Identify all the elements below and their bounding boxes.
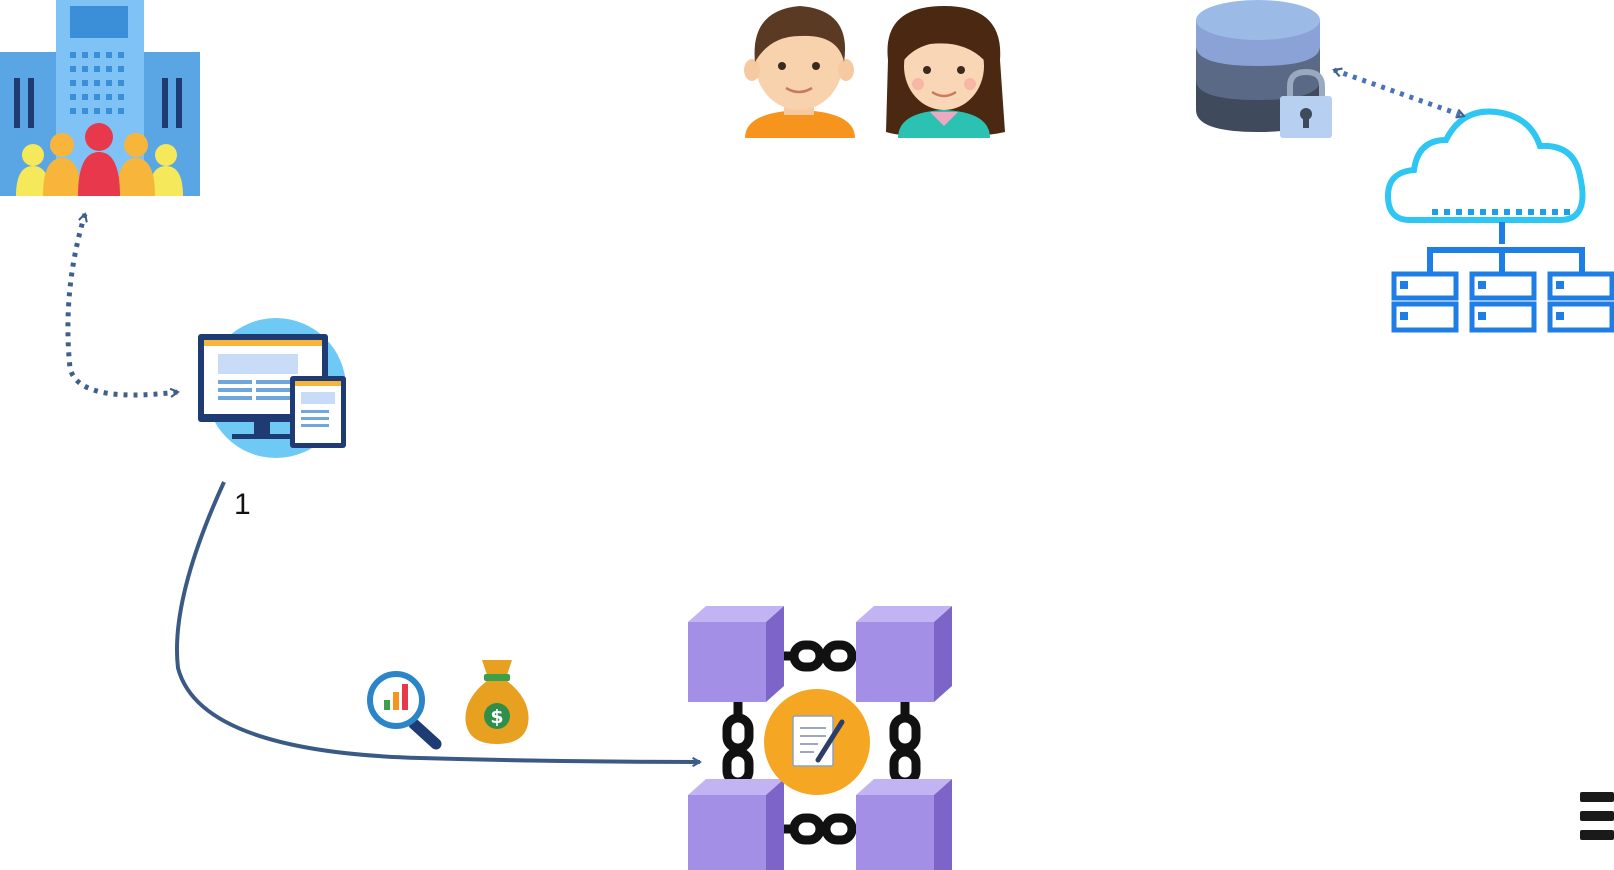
locked-database-icon	[1196, 0, 1332, 138]
money-bag-icon: $	[465, 660, 529, 744]
computer-to-blockchain-arrow	[174, 481, 700, 762]
menu-bar	[1580, 830, 1614, 840]
computer-tablet-icon	[198, 318, 346, 458]
blockchain-contract-icon	[688, 606, 952, 870]
man-avatar-icon	[744, 6, 855, 138]
menu-bar	[1580, 811, 1614, 821]
office-building-icon	[0, 0, 200, 196]
menu-bar	[1580, 792, 1614, 802]
analytics-magnifier-icon	[367, 671, 442, 750]
step-number-label: 1	[234, 488, 251, 521]
woman-avatar-icon	[886, 6, 1005, 138]
svg-text:$: $	[490, 706, 503, 728]
building-to-computer-arrow	[65, 214, 178, 395]
cloud-network-icon	[1384, 108, 1614, 333]
menu-icon[interactable]	[1580, 792, 1614, 849]
database-cloud-arrow	[1334, 70, 1464, 116]
